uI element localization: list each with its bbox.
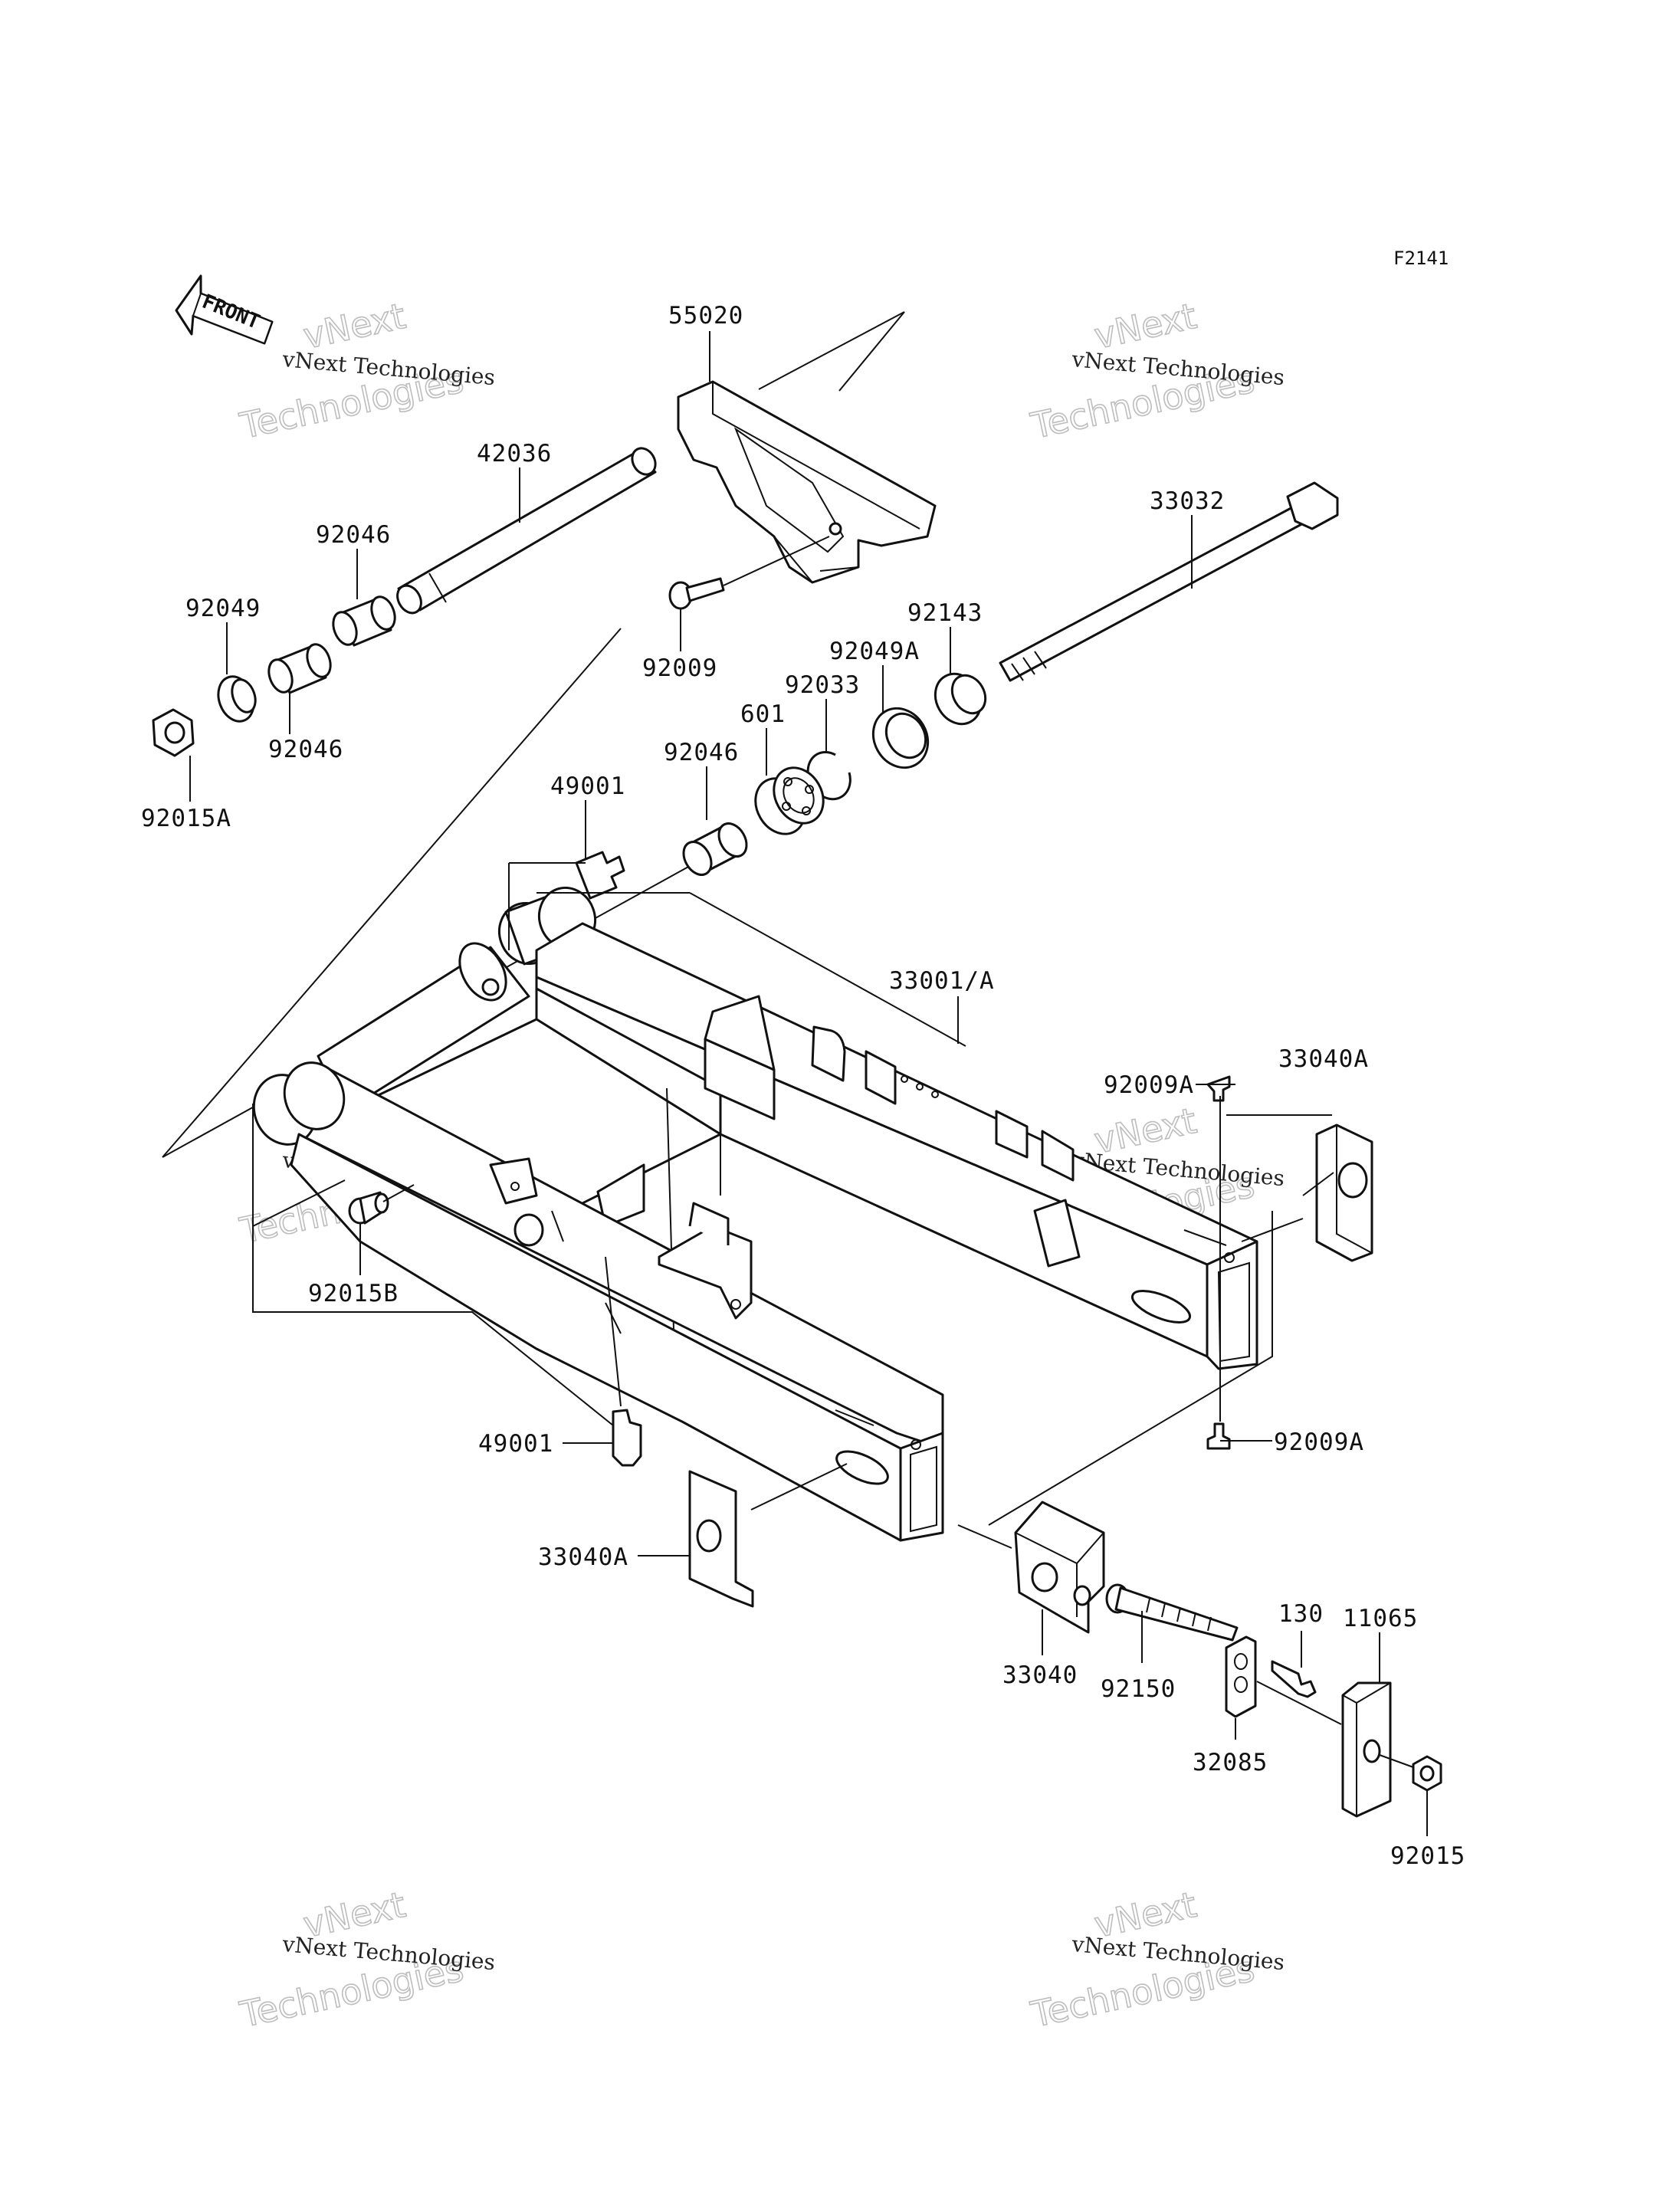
label-92046-upper[interactable]: 92046 xyxy=(316,521,391,549)
svg-text:vNext: vNext xyxy=(300,295,409,357)
label-92033[interactable]: 92033 xyxy=(785,671,860,699)
label-92009[interactable]: 92009 xyxy=(642,654,717,682)
ball-bearing-part xyxy=(754,766,825,835)
label-92015a[interactable]: 92015A xyxy=(141,805,231,832)
chain-adjuster-plate-left-part xyxy=(688,1470,754,1608)
chain-adjuster-plate-right-part xyxy=(1315,1123,1373,1262)
needle-bearing-lower-part xyxy=(682,822,748,876)
label-11065[interactable]: 11065 xyxy=(1343,1605,1418,1632)
watermark-top-left: vNext Technologies vNext Technologies xyxy=(235,294,496,448)
grease-nipple-upper-part xyxy=(575,851,625,900)
label-601[interactable]: 601 xyxy=(740,700,786,728)
svg-text:vNext: vNext xyxy=(1091,295,1200,357)
collar-92143-part xyxy=(934,672,987,726)
needle-bearing-left-part xyxy=(267,643,332,694)
screw-92009a-upper-part xyxy=(1206,1075,1231,1102)
label-33001a[interactable]: 33001/A xyxy=(889,967,995,995)
label-92046-left[interactable]: 92046 xyxy=(268,736,343,763)
screw-92009a-lower-part xyxy=(1206,1422,1231,1450)
label-92015b[interactable]: 92015B xyxy=(308,1280,399,1307)
plate-32085-part xyxy=(1225,1635,1257,1718)
label-55020[interactable]: 55020 xyxy=(668,302,743,330)
label-92009a-upper[interactable]: 92009A xyxy=(1104,1071,1194,1099)
front-arrow-icon: FRONT xyxy=(175,274,274,345)
nut-92015-part xyxy=(1412,1755,1442,1792)
label-32085[interactable]: 32085 xyxy=(1193,1749,1268,1776)
label-33032[interactable]: 33032 xyxy=(1150,487,1225,515)
watermark-bottom-right: vNext Technologies vNext Technologies xyxy=(1026,1883,1285,2036)
label-49001-lower[interactable]: 49001 xyxy=(478,1430,553,1458)
label-33040a-upper[interactable]: 33040A xyxy=(1278,1045,1369,1073)
bracket-11065-part xyxy=(1341,1681,1392,1818)
label-49001-upper[interactable]: 49001 xyxy=(550,772,625,800)
label-92150[interactable]: 92150 xyxy=(1101,1675,1176,1703)
collar-part xyxy=(217,675,257,723)
chain-guide-part xyxy=(677,380,937,584)
needle-bearing-upper-part xyxy=(332,595,396,647)
figure-code: F2141 xyxy=(1393,248,1449,269)
grease-nipple-lower-part xyxy=(612,1409,642,1467)
label-92049a[interactable]: 92049A xyxy=(829,638,920,665)
swingarm-part xyxy=(252,886,1258,1542)
label-92049[interactable]: 92049 xyxy=(185,595,261,622)
label-92009a-lower[interactable]: 92009A xyxy=(1274,1429,1364,1456)
label-42036[interactable]: 42036 xyxy=(477,440,552,467)
label-130[interactable]: 130 xyxy=(1278,1600,1324,1628)
label-33040a-lower[interactable]: 33040A xyxy=(538,1543,628,1571)
bolt-130-part xyxy=(1271,1660,1317,1698)
part-labels: 55020 42036 33032 92046 92049 92046 9201… xyxy=(141,302,1465,1870)
pivot-sleeve-part xyxy=(396,447,657,615)
label-33040[interactable]: 33040 xyxy=(1002,1661,1078,1689)
watermark-top-right: vNext Technologies vNext Technologies xyxy=(1026,294,1285,448)
leader-lines xyxy=(189,331,1428,1836)
adjusting-bolt-part xyxy=(1105,1583,1239,1642)
watermark-bottom-left: vNext Technologies vNext Technologies xyxy=(235,1883,496,2036)
bolt-92009-part xyxy=(668,536,830,610)
label-92046-lower[interactable]: 92046 xyxy=(664,739,739,766)
label-92015[interactable]: 92015 xyxy=(1390,1842,1465,1870)
pivot-shaft-part xyxy=(999,481,1339,682)
label-92143[interactable]: 92143 xyxy=(907,599,983,627)
nut-92015a-part xyxy=(152,708,195,757)
seal-92049a-part xyxy=(871,707,930,769)
chain-adjuster-block-part xyxy=(1014,1501,1105,1634)
plug-92015b-part xyxy=(348,1191,389,1225)
